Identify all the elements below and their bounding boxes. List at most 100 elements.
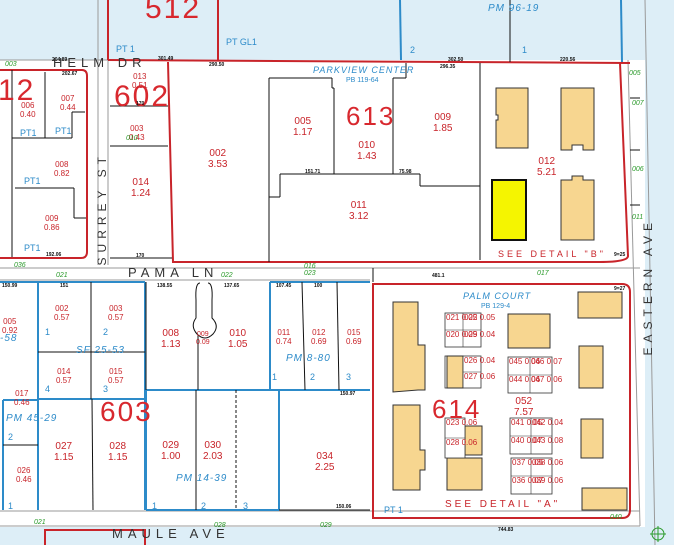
lot-2-pm880: 2 [310, 372, 316, 382]
dim-9-27: 9=27 [614, 286, 626, 292]
condo-047[interactable]: 047 0.06 [531, 375, 563, 384]
street-pama-ln: PAMA LN [128, 265, 219, 280]
dim-170-b: 170 [136, 253, 145, 259]
condo-045[interactable]: 045 0.06 [509, 357, 541, 366]
block-602[interactable]: 602 [114, 80, 171, 113]
lot-2-pm1439: 2 [201, 501, 207, 511]
condo-027[interactable]: 027 0.06 [464, 372, 496, 381]
palm-court-plat-book: PB 129-4 [481, 303, 511, 310]
condo-023[interactable]: 023 0.06 [446, 418, 478, 427]
road-parcel-036: 036 [14, 262, 26, 269]
dim-107-45: 107.45 [276, 283, 292, 289]
block-613[interactable]: 613 [346, 101, 396, 131]
dim-302-50: 302.50 [448, 57, 464, 63]
condo-038[interactable]: 038 0.06 [532, 458, 564, 467]
dim-100: 100 [314, 283, 323, 289]
block-512[interactable]: 512 [145, 0, 202, 25]
dim-744-83: 744.83 [498, 527, 514, 533]
condo-041[interactable]: 041 0.05 [511, 418, 543, 427]
dim-138-55: 138.55 [157, 283, 173, 289]
see-detail-b[interactable]: SEE DETAIL "B" [498, 249, 606, 259]
subdivision-pm-45-29: PM 45-29 [6, 413, 58, 424]
lot-4-sf: 4 [45, 384, 51, 394]
condo-043[interactable]: 043 0.08 [532, 436, 564, 445]
subdivision-palm-court: PALM COURT [463, 291, 532, 301]
condo-026[interactable]: 026 0.04 [464, 356, 496, 365]
street-helm-dr: HELM DR [53, 55, 147, 70]
lot-1-pm880: 1 [272, 372, 278, 382]
condo-028[interactable]: 028 0.06 [446, 438, 478, 447]
condo-036[interactable]: 036 0.07 [512, 476, 544, 485]
road-parcel-028: 028 [214, 522, 226, 529]
lot-3-pm880: 3 [346, 372, 352, 382]
label-pt-gl1: PT GL1 [226, 37, 257, 47]
dim-220-56: 220.56 [560, 57, 576, 63]
survey-monument-icon [651, 527, 665, 541]
block-603[interactable]: 603 [100, 396, 153, 427]
dim-204-89: 204.89 [52, 57, 68, 63]
block-614[interactable]: 614 [432, 394, 482, 424]
street-surrey-st: SURREY ST [95, 152, 109, 266]
dim-150-97: 150.97 [340, 391, 356, 397]
condo-021[interactable]: 021 0.05 [446, 313, 478, 322]
road-parcel-010: 010 [126, 135, 138, 142]
parkview-plat-book: PB 119-64 [346, 77, 379, 84]
road-parcel-011: 011 [632, 214, 644, 221]
road-parcel-007: 007 [632, 100, 644, 107]
condo-046[interactable]: 046 0.07 [531, 357, 563, 366]
block-12[interactable]: 12 [0, 74, 36, 107]
label-pt1-c: PT1 [24, 176, 41, 186]
condo-037[interactable]: 037 0.05 [512, 458, 544, 467]
lot-2-top: 2 [410, 45, 416, 55]
road-parcel-005: 005 [629, 70, 641, 77]
condo-029[interactable]: 029 0.04 [464, 330, 496, 339]
road-parcel-021-maule: 021 [34, 519, 46, 526]
road-parcel-023: 023 [304, 270, 316, 277]
condo-039[interactable]: 039 0.06 [532, 476, 564, 485]
condo-040[interactable]: 040 0.07 [511, 436, 543, 445]
condo-020[interactable]: 020 0.05 [446, 330, 478, 339]
condo-042[interactable]: 042 0.04 [532, 418, 564, 427]
subdivision-pm-8-80: PM 8-80 [286, 353, 331, 364]
see-detail-a[interactable]: SEE DETAIL "A" [445, 499, 561, 510]
condo-022[interactable]: 022 0.05 [464, 313, 496, 322]
lot-1-pm1439: 1 [152, 501, 158, 511]
subdivision-parkview-center: PARKVIEW CENTER [313, 65, 415, 75]
street-maule-ave: MAULE AVE [112, 526, 230, 541]
condo-044[interactable]: 044 0.06 [509, 375, 541, 384]
